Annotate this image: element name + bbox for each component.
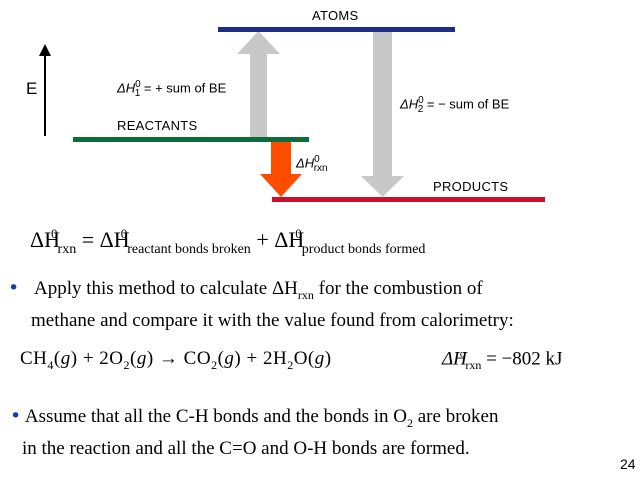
dh1-label: ΔH01 = + sum of BE [117, 79, 227, 99]
gray-down-arrow [361, 31, 404, 197]
reactants-level-line [73, 137, 309, 142]
products-label: PRODUCTS [433, 179, 509, 194]
combustion-reaction: CH4(g) + 2O2(g) → CO2(g) + 2H2O(g) [20, 348, 332, 372]
bullet-marker: • [8, 277, 20, 299]
energy-axis-label: E [26, 79, 38, 98]
page-number: 24 [620, 456, 636, 472]
orange-rxn-arrow [260, 142, 302, 197]
atoms-level-line [218, 27, 455, 32]
bond-enthalpy-equation: ΔH0rxn = ΔH0reactant bonds broken + ΔH0p… [30, 226, 426, 257]
reaction-enthalpy-value: ΔHorxn = −802 kJ [442, 348, 563, 373]
atoms-label: ATOMS [312, 8, 359, 23]
reactants-label: REACTANTS [117, 118, 198, 133]
bullet-marker: • [10, 405, 22, 427]
bullet-assume-bonds: • Assume that all the C-H bonds and the … [10, 405, 499, 459]
bullet-apply-method: • Apply this method to calculate ΔHrxn f… [8, 277, 514, 331]
gray-up-arrow [237, 31, 280, 137]
products-level-line [272, 197, 545, 202]
dhrxn-label: ΔH0rxn [296, 154, 328, 174]
dh2-label: ΔH02 = − sum of BE [400, 95, 510, 115]
